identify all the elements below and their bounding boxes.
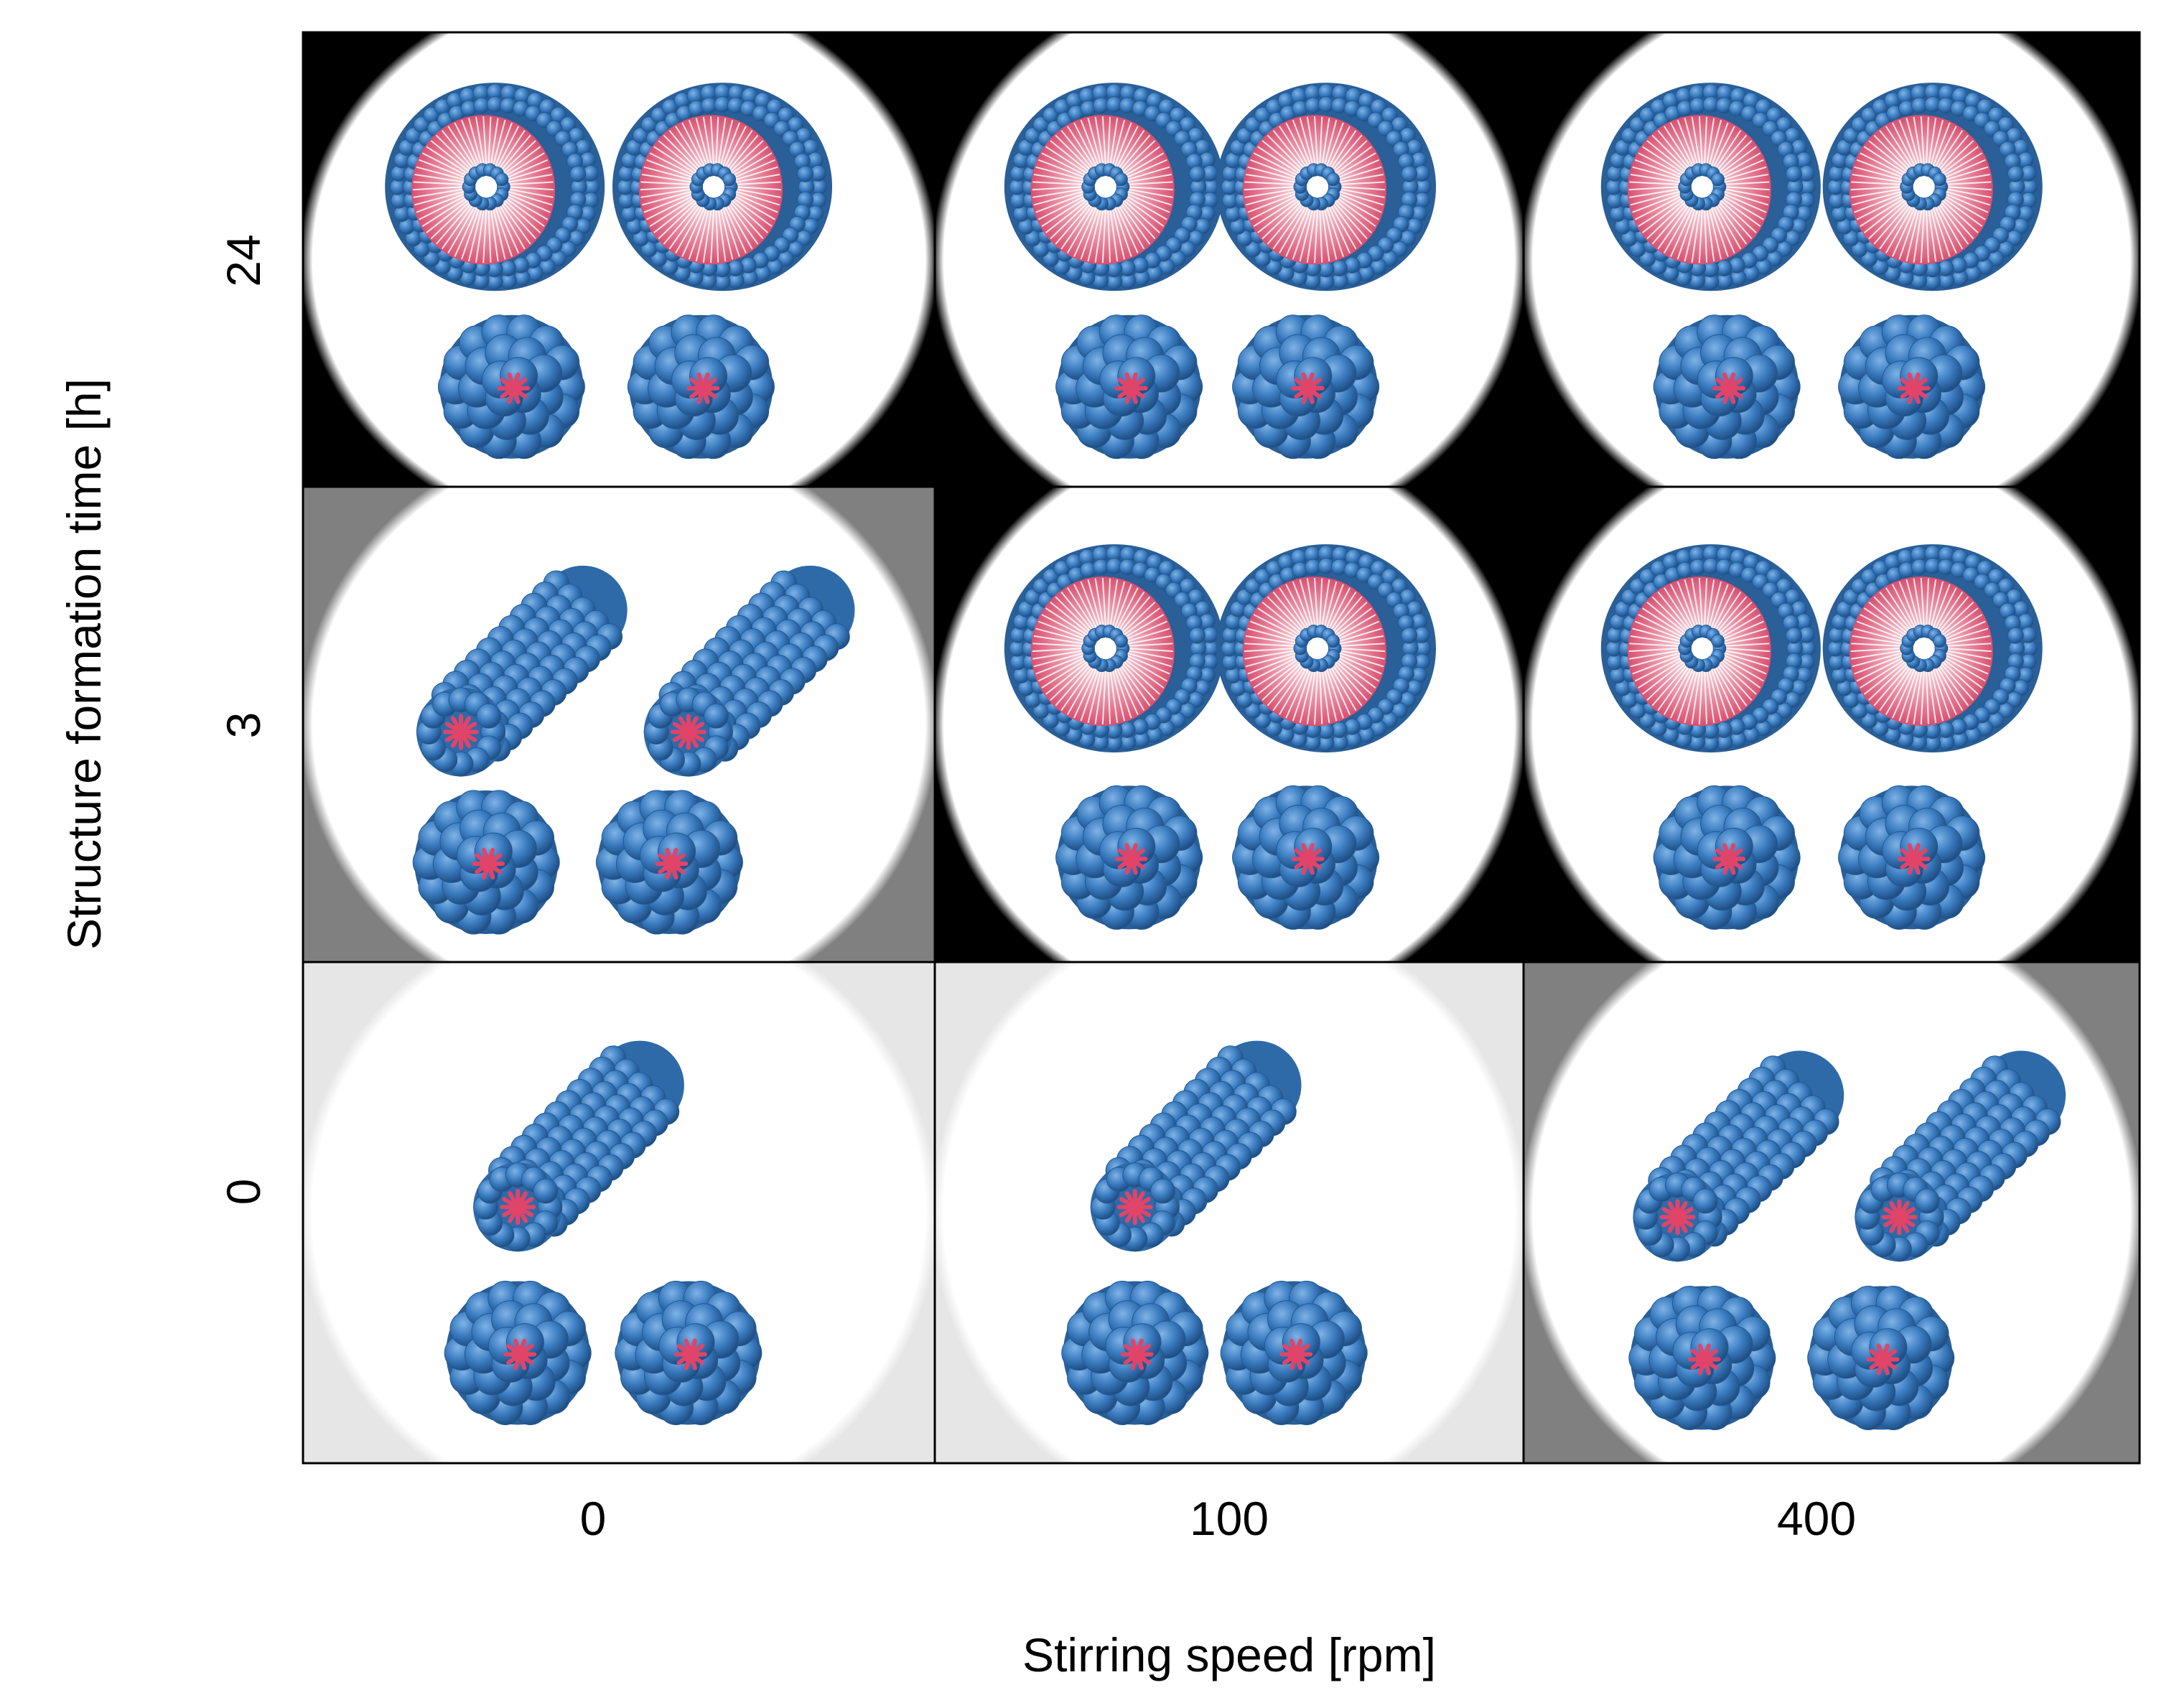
vesicle-spokes [1628, 578, 1770, 725]
vesicle [612, 83, 832, 291]
spherical-micelle [1232, 785, 1380, 930]
red-core [1291, 372, 1325, 404]
view-circle [935, 487, 1524, 962]
spherical-micelle [1807, 1285, 1955, 1430]
spherical-micelle [627, 314, 775, 459]
vesicle-spokes [413, 116, 554, 263]
cell-0h-100rpm [935, 962, 1524, 1463]
spherical-micelle [1055, 314, 1203, 459]
cell-24h-0rpm [303, 32, 935, 487]
red-core [443, 714, 479, 750]
red-core [1120, 1338, 1154, 1371]
y-tick-0: 0 [217, 1179, 270, 1205]
view-circle [303, 962, 935, 1463]
x-axis-title: Stirring speed [rpm] [1022, 1628, 1436, 1681]
red-core [1114, 372, 1148, 404]
spherical-micelle [1220, 1280, 1368, 1425]
red-core [1659, 1199, 1696, 1236]
vesicle [1216, 544, 1436, 753]
spherical-micelle [437, 314, 585, 459]
red-core [472, 847, 505, 880]
cell-3h-0rpm [303, 487, 935, 962]
x-tick-400: 400 [1777, 1492, 1856, 1545]
vesicle-spokes [1244, 116, 1386, 263]
vesicle [1004, 544, 1224, 753]
spherical-micelle [1838, 314, 1986, 459]
spherical-micelle [1838, 785, 1986, 930]
cell-3h-100rpm [935, 487, 1524, 962]
view-circle [303, 487, 935, 962]
spherical-micelle [595, 790, 743, 935]
vesicle [1822, 544, 2043, 753]
red-core [655, 847, 689, 880]
red-core [500, 1189, 536, 1226]
spherical-micelle [1061, 1280, 1209, 1425]
red-core [1279, 1338, 1313, 1371]
spherical-micelle [412, 790, 560, 935]
vesicle [1004, 83, 1224, 291]
cylindrical-micelle [473, 1040, 684, 1252]
spherical-micelle [1653, 314, 1801, 459]
red-core [497, 372, 531, 404]
red-core [1687, 1343, 1721, 1376]
cell-24h-400rpm [1524, 32, 2140, 487]
spherical-micelle [615, 1280, 762, 1425]
view-circle [1524, 487, 2140, 962]
cell-0h-400rpm [1524, 962, 2140, 1463]
spherical-micelle [444, 1280, 592, 1425]
vesicle [1216, 83, 1436, 291]
spherical-micelle [1055, 785, 1203, 930]
vesicle-spokes [1032, 578, 1173, 725]
y-axis-title: Structure formation time [h] [57, 378, 111, 950]
view-circle [935, 32, 1524, 487]
view-circle [303, 32, 935, 487]
cell-grid [302, 31, 2141, 1465]
vesicle-spokes [1628, 116, 1770, 263]
cell-0h-0rpm [303, 962, 935, 1463]
vesicle [1600, 83, 1821, 291]
x-tick-100: 100 [1190, 1492, 1269, 1545]
y-tick-24: 24 [217, 234, 270, 286]
cell-3h-400rpm [1524, 487, 2140, 962]
cylindrical-micelle [643, 565, 855, 777]
vesicle-spokes [1850, 578, 1992, 725]
red-core [503, 1338, 537, 1371]
red-core [1712, 843, 1746, 875]
red-core [1881, 1199, 1918, 1236]
red-core [673, 1338, 707, 1371]
view-circle [1524, 962, 2140, 1463]
red-core [1291, 843, 1325, 875]
spherical-micelle [1653, 785, 1801, 930]
vesicle-spokes [1850, 116, 1992, 263]
red-core [686, 372, 720, 404]
cell-24h-100rpm [935, 32, 1524, 487]
view-circle [1524, 32, 2140, 487]
x-tick-0: 0 [580, 1492, 607, 1545]
vesicle-spokes [1032, 116, 1173, 263]
vesicle-spokes [1244, 578, 1386, 725]
spherical-micelle [1628, 1285, 1776, 1430]
y-tick-3: 3 [217, 712, 270, 739]
vesicle [1600, 544, 1821, 753]
vesicle [1822, 83, 2043, 291]
cylindrical-micelle [1855, 1050, 2066, 1262]
cylindrical-micelle [1090, 1040, 1302, 1252]
red-core [1897, 843, 1931, 875]
red-core [1712, 372, 1746, 404]
spherical-micelle [1232, 314, 1380, 459]
red-core [1114, 843, 1148, 875]
red-core [1866, 1343, 1900, 1376]
cell-border [1522, 961, 2141, 1465]
view-circle [935, 962, 1524, 1463]
cylindrical-micelle [1633, 1050, 1844, 1262]
red-core [670, 714, 706, 750]
red-core [1116, 1189, 1153, 1226]
vesicle-spokes [640, 116, 782, 263]
vesicle [385, 83, 605, 291]
red-core [1897, 372, 1931, 404]
cylindrical-micelle [416, 565, 628, 777]
